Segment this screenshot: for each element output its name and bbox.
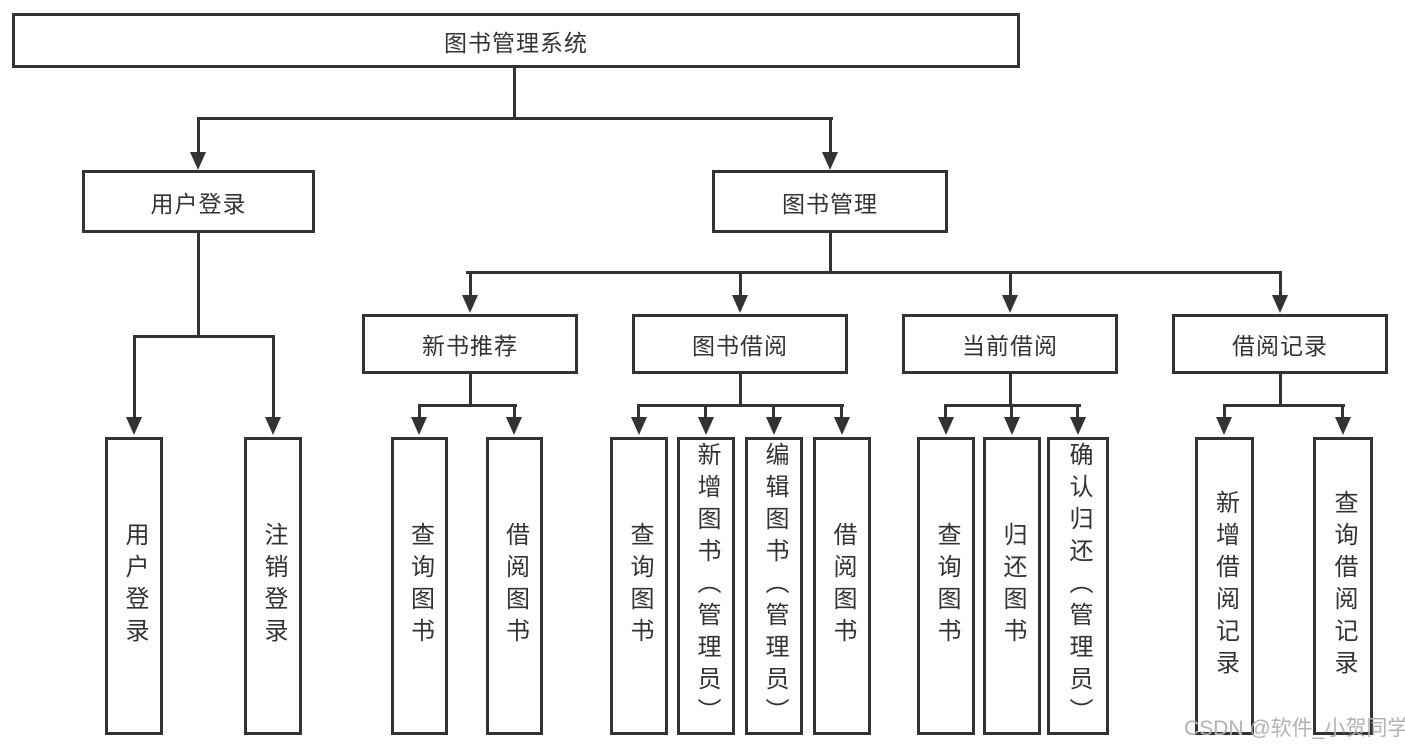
leaf-return-book-label: 归还图书 [999,522,1026,650]
leaf-borrow-book-2-label: 借阅图书 [829,522,856,650]
arrow-down-icon [190,152,206,170]
connector-line [1010,404,1013,419]
leaf-query-borrow-record: 查询借阅记录 [1313,437,1373,735]
connector-line [418,404,517,407]
connector-line [704,404,707,419]
leaf-add-book-admin: 新增图书（管理员） [677,437,735,735]
leaf-confirm-return-admin-label: 确认归还（管理员） [1065,442,1092,730]
connector-line [637,404,844,407]
connector-line [739,374,742,406]
connector-line [513,68,516,119]
connector-line [197,117,200,153]
connector-line [739,271,742,297]
node-root: 图书管理系统 [12,13,1020,68]
arrow-down-icon [1335,417,1351,435]
connector-line [469,374,472,406]
connector-line [466,271,1282,274]
leaf-query-borrow-record-label: 查询借阅记录 [1330,490,1357,682]
arrow-down-icon [462,295,478,313]
leaf-borrow-book-2: 借阅图书 [813,437,871,735]
connector-line [840,404,843,419]
connector-line [1076,404,1079,419]
leaf-logout-label: 注销登录 [260,522,287,650]
connector-line [513,404,516,419]
leaf-edit-book-admin-label: 编辑图书（管理员） [761,442,788,730]
leaf-add-borrow-record: 新增借阅记录 [1195,437,1254,735]
leaf-query-book-2: 查询图书 [610,437,668,735]
connector-line [944,404,947,419]
leaf-return-book: 归还图书 [983,437,1041,735]
leaf-confirm-return-admin: 确认归还（管理员） [1047,437,1109,735]
arrow-down-icon [1004,417,1020,435]
leaf-add-borrow-record-label: 新增借阅记录 [1211,490,1239,682]
arrow-down-icon [1002,295,1018,313]
leaf-borrow-book-1-label: 借阅图书 [501,522,529,650]
connector-line [772,404,775,419]
node-book-borrow-label: 图书借阅 [692,333,788,359]
connector-line [418,404,421,419]
arrow-down-icon [1272,295,1288,313]
connector-line [197,117,833,120]
arrow-down-icon [631,417,647,435]
arrow-down-icon [1216,417,1232,435]
leaf-user-login: 用户登录 [105,437,163,735]
arrow-down-icon [126,417,142,435]
leaf-borrow-book-1: 借阅图书 [486,437,543,735]
node-current-borrow-label: 当前借阅 [962,333,1058,359]
arrow-down-icon [822,152,838,170]
connector-line [1223,404,1226,419]
connector-line [469,271,472,297]
connector-line [829,233,832,274]
node-current-borrow: 当前借阅 [902,314,1118,374]
connector-line [829,117,832,153]
leaf-logout: 注销登录 [244,437,302,735]
leaf-query-book-1-label: 查询图书 [406,522,434,650]
node-book-management-label: 图书管理 [782,190,878,217]
connector-line [637,404,640,419]
node-borrow-record: 借阅记录 [1172,314,1388,374]
arrow-down-icon [506,417,522,435]
connector-line [1341,404,1344,419]
arrow-down-icon [1070,417,1086,435]
connector-line [1009,374,1012,406]
connector-line [1009,271,1012,297]
node-root-label: 图书管理系统 [444,29,588,56]
watermark: CSDN @软件_小贺同学 [1184,717,1405,740]
leaf-query-book-3: 查询图书 [917,437,975,735]
arrow-down-icon [732,295,748,313]
leaf-query-book-2-label: 查询图书 [626,522,653,650]
arrow-down-icon [698,417,714,435]
leaf-add-book-admin-label: 新增图书（管理员） [693,442,720,730]
arrow-down-icon [411,417,427,435]
leaf-query-book-1: 查询图书 [391,437,448,735]
node-user-login-label: 用户登录 [150,190,247,217]
node-borrow-record-label: 借阅记录 [1232,333,1328,359]
arrow-down-icon [834,417,850,435]
node-new-book-recommend: 新书推荐 [362,314,578,374]
node-new-book-recommend-label: 新书推荐 [422,333,518,359]
node-book-borrow: 图书借阅 [632,314,848,374]
connector-line [1279,271,1282,297]
connector-line [272,335,275,419]
node-book-management: 图书管理 [712,170,948,233]
leaf-user-login-label: 用户登录 [121,522,148,650]
arrow-down-icon [766,417,782,435]
connector-line [1223,404,1345,407]
connector-line [133,335,136,419]
connector-line [133,335,275,338]
leaf-edit-book-admin: 编辑图书（管理员） [745,437,803,735]
leaf-query-book-3-label: 查询图书 [933,522,960,650]
connector-line [197,233,200,336]
node-user-login: 用户登录 [82,170,315,233]
arrow-down-icon [938,417,954,435]
connector-line [1279,374,1282,406]
arrow-down-icon [265,417,281,435]
